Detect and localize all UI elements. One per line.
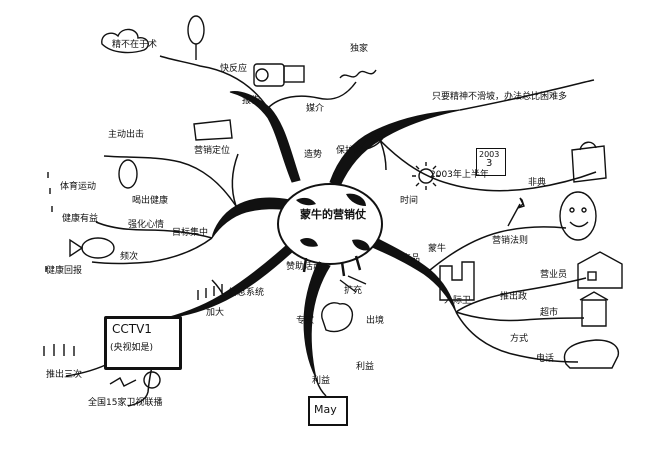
label-store: 营业员 xyxy=(540,270,568,280)
cow-spots xyxy=(296,193,370,251)
cow-legs xyxy=(302,255,362,277)
label-mood: 强化心情 xyxy=(128,220,165,230)
fish-icon xyxy=(69,237,115,259)
date-card xyxy=(476,148,506,176)
tree-icon xyxy=(187,15,205,60)
sun-icon xyxy=(412,162,440,190)
label-pr: 造势 xyxy=(304,150,323,160)
label-heart: 体育运动 xyxy=(60,182,97,192)
calendar-box xyxy=(308,396,348,426)
label-emotion: 健康回报 xyxy=(46,266,83,276)
cup-icon xyxy=(193,119,233,141)
branch-left xyxy=(211,197,293,239)
branch-top xyxy=(229,91,301,183)
label-brand: 推出政 xyxy=(500,292,528,302)
label-feel: 主动出击 xyxy=(108,130,145,140)
label-slogan: 只要精神不滑坡，办法总比困难多 xyxy=(432,92,568,102)
label-calendar-caption: 利益 xyxy=(312,376,331,386)
label-drink: 营销定位 xyxy=(194,146,231,156)
label-swallow: 喝出健康 xyxy=(132,196,169,206)
rays-icon xyxy=(339,275,367,293)
label-moon: 2003年上半年 xyxy=(430,170,489,180)
label-product: 产品 xyxy=(402,254,421,264)
spring-icon xyxy=(339,69,377,79)
label-rep: 推出三次 xyxy=(46,370,83,380)
pinecone-icon xyxy=(118,159,138,189)
label-broadcast: 全国15家卫视联播 xyxy=(88,398,163,408)
mascot-icon xyxy=(559,191,597,241)
branches xyxy=(165,91,461,379)
cow-center xyxy=(277,183,383,277)
label-play: 出境 xyxy=(366,316,385,326)
cloud-icon xyxy=(101,28,149,54)
label-gift: 健康有益 xyxy=(62,214,99,224)
fist-icon xyxy=(321,302,354,333)
buildings-icon xyxy=(439,261,475,301)
date-card-top: 2003 xyxy=(479,150,500,159)
label-fast-response: 快反应 xyxy=(220,64,248,74)
label-dept: 信息系统 xyxy=(228,288,265,298)
dots-left-icon xyxy=(45,172,53,272)
branch-bottom xyxy=(303,261,331,379)
label-blank: 蒙牛 xyxy=(428,244,447,254)
label-quality: 精不在于术 xyxy=(112,40,158,50)
label-watch: 专家 xyxy=(296,316,315,326)
label-hand: 人际卫 xyxy=(444,296,472,306)
rocket-icon xyxy=(356,134,386,151)
label-timing: 时间 xyxy=(400,196,419,206)
label-media: 媒介 xyxy=(306,104,325,114)
label-article: 独家 xyxy=(350,44,369,54)
people-icon xyxy=(43,344,75,356)
label-high: 加大 xyxy=(206,308,225,318)
label-dots: 频次 xyxy=(120,252,139,262)
bag-icon xyxy=(571,141,607,183)
label-team: 非典 xyxy=(528,178,547,188)
telephone-icon xyxy=(563,339,620,369)
icons xyxy=(43,15,623,389)
label-place: 利益 xyxy=(356,362,375,372)
tv-channel: CCTV1 xyxy=(112,322,152,336)
ball-icon xyxy=(143,371,161,389)
house-icon xyxy=(577,251,623,289)
label-seller: 超市 xyxy=(540,308,559,318)
cow-body xyxy=(277,183,383,265)
label-pack: 方式 xyxy=(510,334,529,344)
camera-icon xyxy=(253,63,305,87)
tv-caption: (央视如是) xyxy=(110,343,154,353)
date-card-num: 3 xyxy=(486,158,493,169)
label-sports: 营销法则 xyxy=(492,236,529,246)
tv-screen xyxy=(104,316,182,370)
label-print: 报告 xyxy=(242,96,261,106)
lightning-icon xyxy=(109,377,137,387)
arrows-icon xyxy=(197,284,223,300)
center-title: 蒙牛的营销仗 xyxy=(298,206,368,222)
label-sponsorship: 赞助活动 xyxy=(286,262,323,272)
calendar-month: May xyxy=(314,403,337,416)
label-phone: 电话 xyxy=(536,354,555,364)
branch-lower-left xyxy=(165,243,293,319)
kiosk-icon xyxy=(579,291,609,327)
label-focus: 目标集中 xyxy=(172,228,209,238)
label-up: 扩充 xyxy=(344,286,363,296)
wand-icon xyxy=(507,197,525,227)
label-promotion: 保护牌 xyxy=(336,146,364,156)
